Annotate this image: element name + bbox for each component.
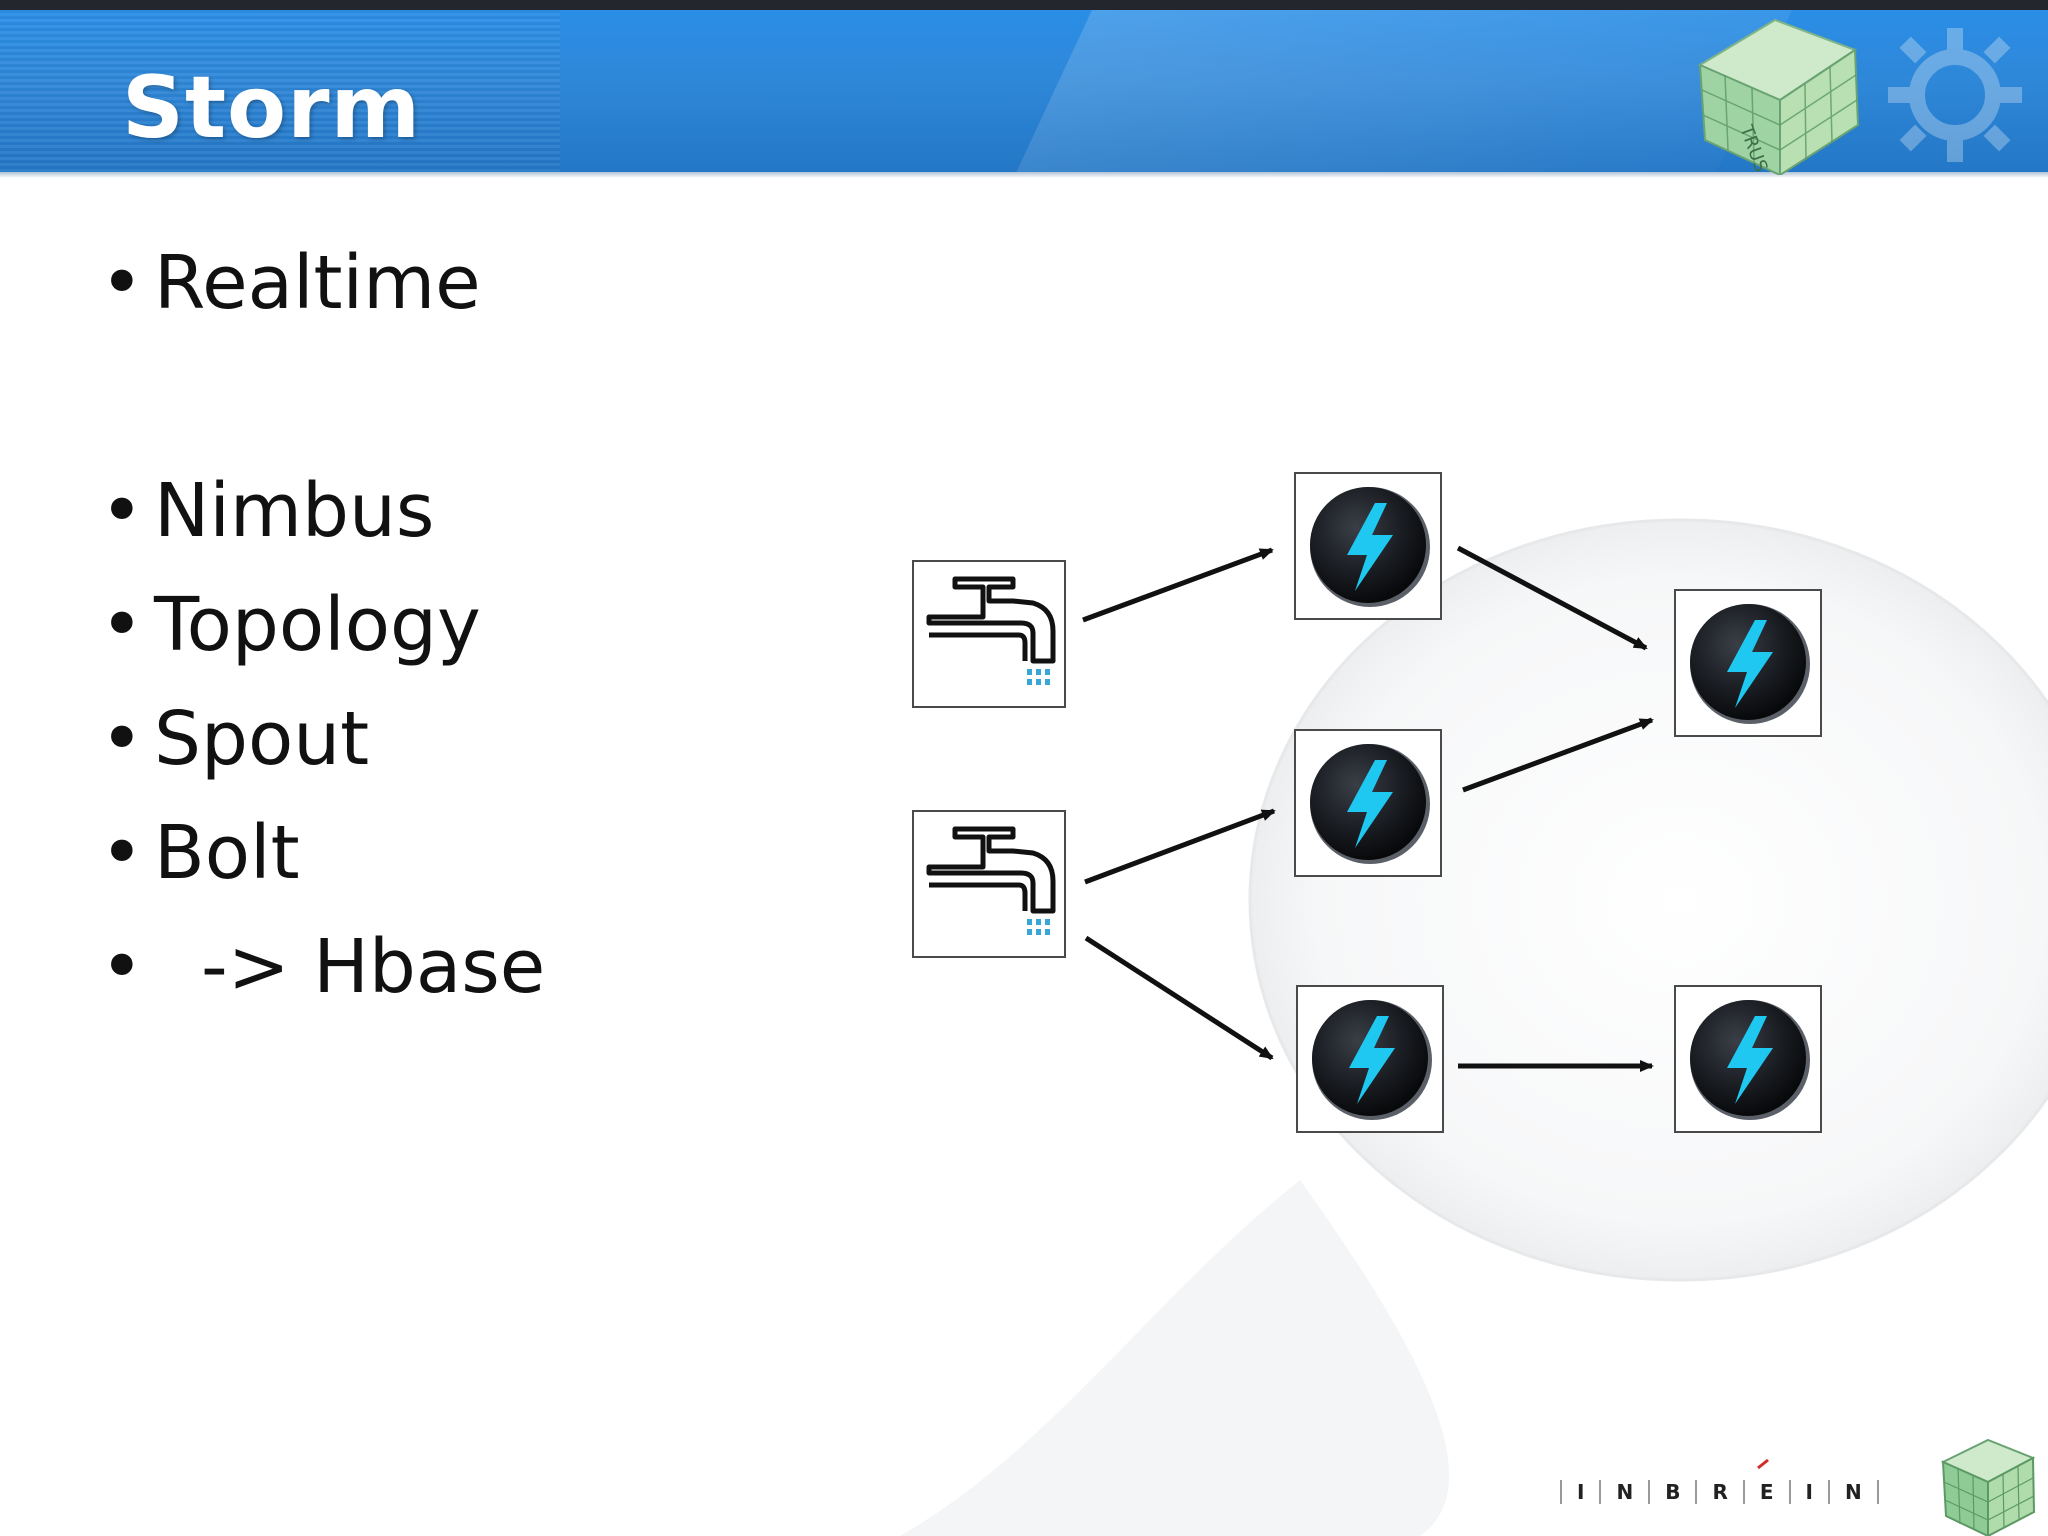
bullet-text: Spout	[154, 696, 370, 782]
bolt-node-1	[1294, 472, 1442, 620]
bullet-nimbus: •Nimbus	[100, 468, 434, 554]
bullet-text: Topology	[154, 582, 481, 668]
bolt-node-4	[1674, 589, 1822, 737]
footer-brand-logo: I N B R E I N	[1560, 1472, 1879, 1512]
bullet-marker: •	[100, 468, 144, 554]
arrow-bolt1-to-bolt4	[1456, 545, 1648, 651]
bullet-text: Bolt	[154, 810, 300, 896]
brand-letter: B	[1648, 1480, 1695, 1504]
bolt-node-5	[1674, 985, 1822, 1133]
bullet-bolt: •Bolt	[100, 810, 300, 896]
brand-letter: E	[1742, 1480, 1789, 1504]
bullet-text: Nimbus	[154, 468, 435, 554]
spout-node-1	[913, 561, 1065, 707]
title-banner	[0, 10, 2048, 172]
brand-letter: I	[1560, 1480, 1599, 1504]
bullet-text: -> Hbase	[154, 924, 546, 1010]
top-edge-line	[0, 0, 2048, 10]
arrow-bolt2-to-bolt4	[1462, 717, 1654, 793]
bullet-topology: •Topology	[100, 582, 481, 668]
banner-shadow	[0, 172, 2048, 178]
spout-node-2	[913, 811, 1065, 957]
brand-letter: R	[1695, 1480, 1742, 1504]
bullet-marker: •	[100, 582, 144, 668]
gear-icon	[1888, 28, 2022, 162]
cube-logo-icon: TRUS	[1697, 18, 1860, 175]
bullet-hbase: • -> Hbase	[100, 924, 545, 1010]
bullet-marker: •	[100, 924, 144, 1010]
bullet-marker: •	[100, 696, 144, 782]
arrow-spout2-to-bolt2	[1084, 808, 1276, 885]
arrow-spout1-to-bolt1	[1082, 547, 1274, 623]
bullet-marker: •	[100, 240, 144, 326]
bullet-spout: •Spout	[100, 696, 369, 782]
slide-title: Storm	[122, 58, 422, 158]
bolt-node-3	[1296, 985, 1444, 1133]
bullet-realtime: •Realtime	[100, 240, 481, 326]
bullet-marker: •	[100, 810, 144, 896]
brand-letter: N	[1599, 1480, 1648, 1504]
arrow-spout2-to-bolt3	[1084, 935, 1274, 1061]
brand-letter: I	[1788, 1480, 1828, 1504]
bolt-node-2	[1294, 729, 1442, 877]
accent-mark-icon	[1757, 1458, 1769, 1470]
bullet-text: Realtime	[154, 240, 481, 326]
brand-letter: N	[1827, 1480, 1879, 1504]
small-cube-logo-icon	[1940, 1438, 2036, 1536]
